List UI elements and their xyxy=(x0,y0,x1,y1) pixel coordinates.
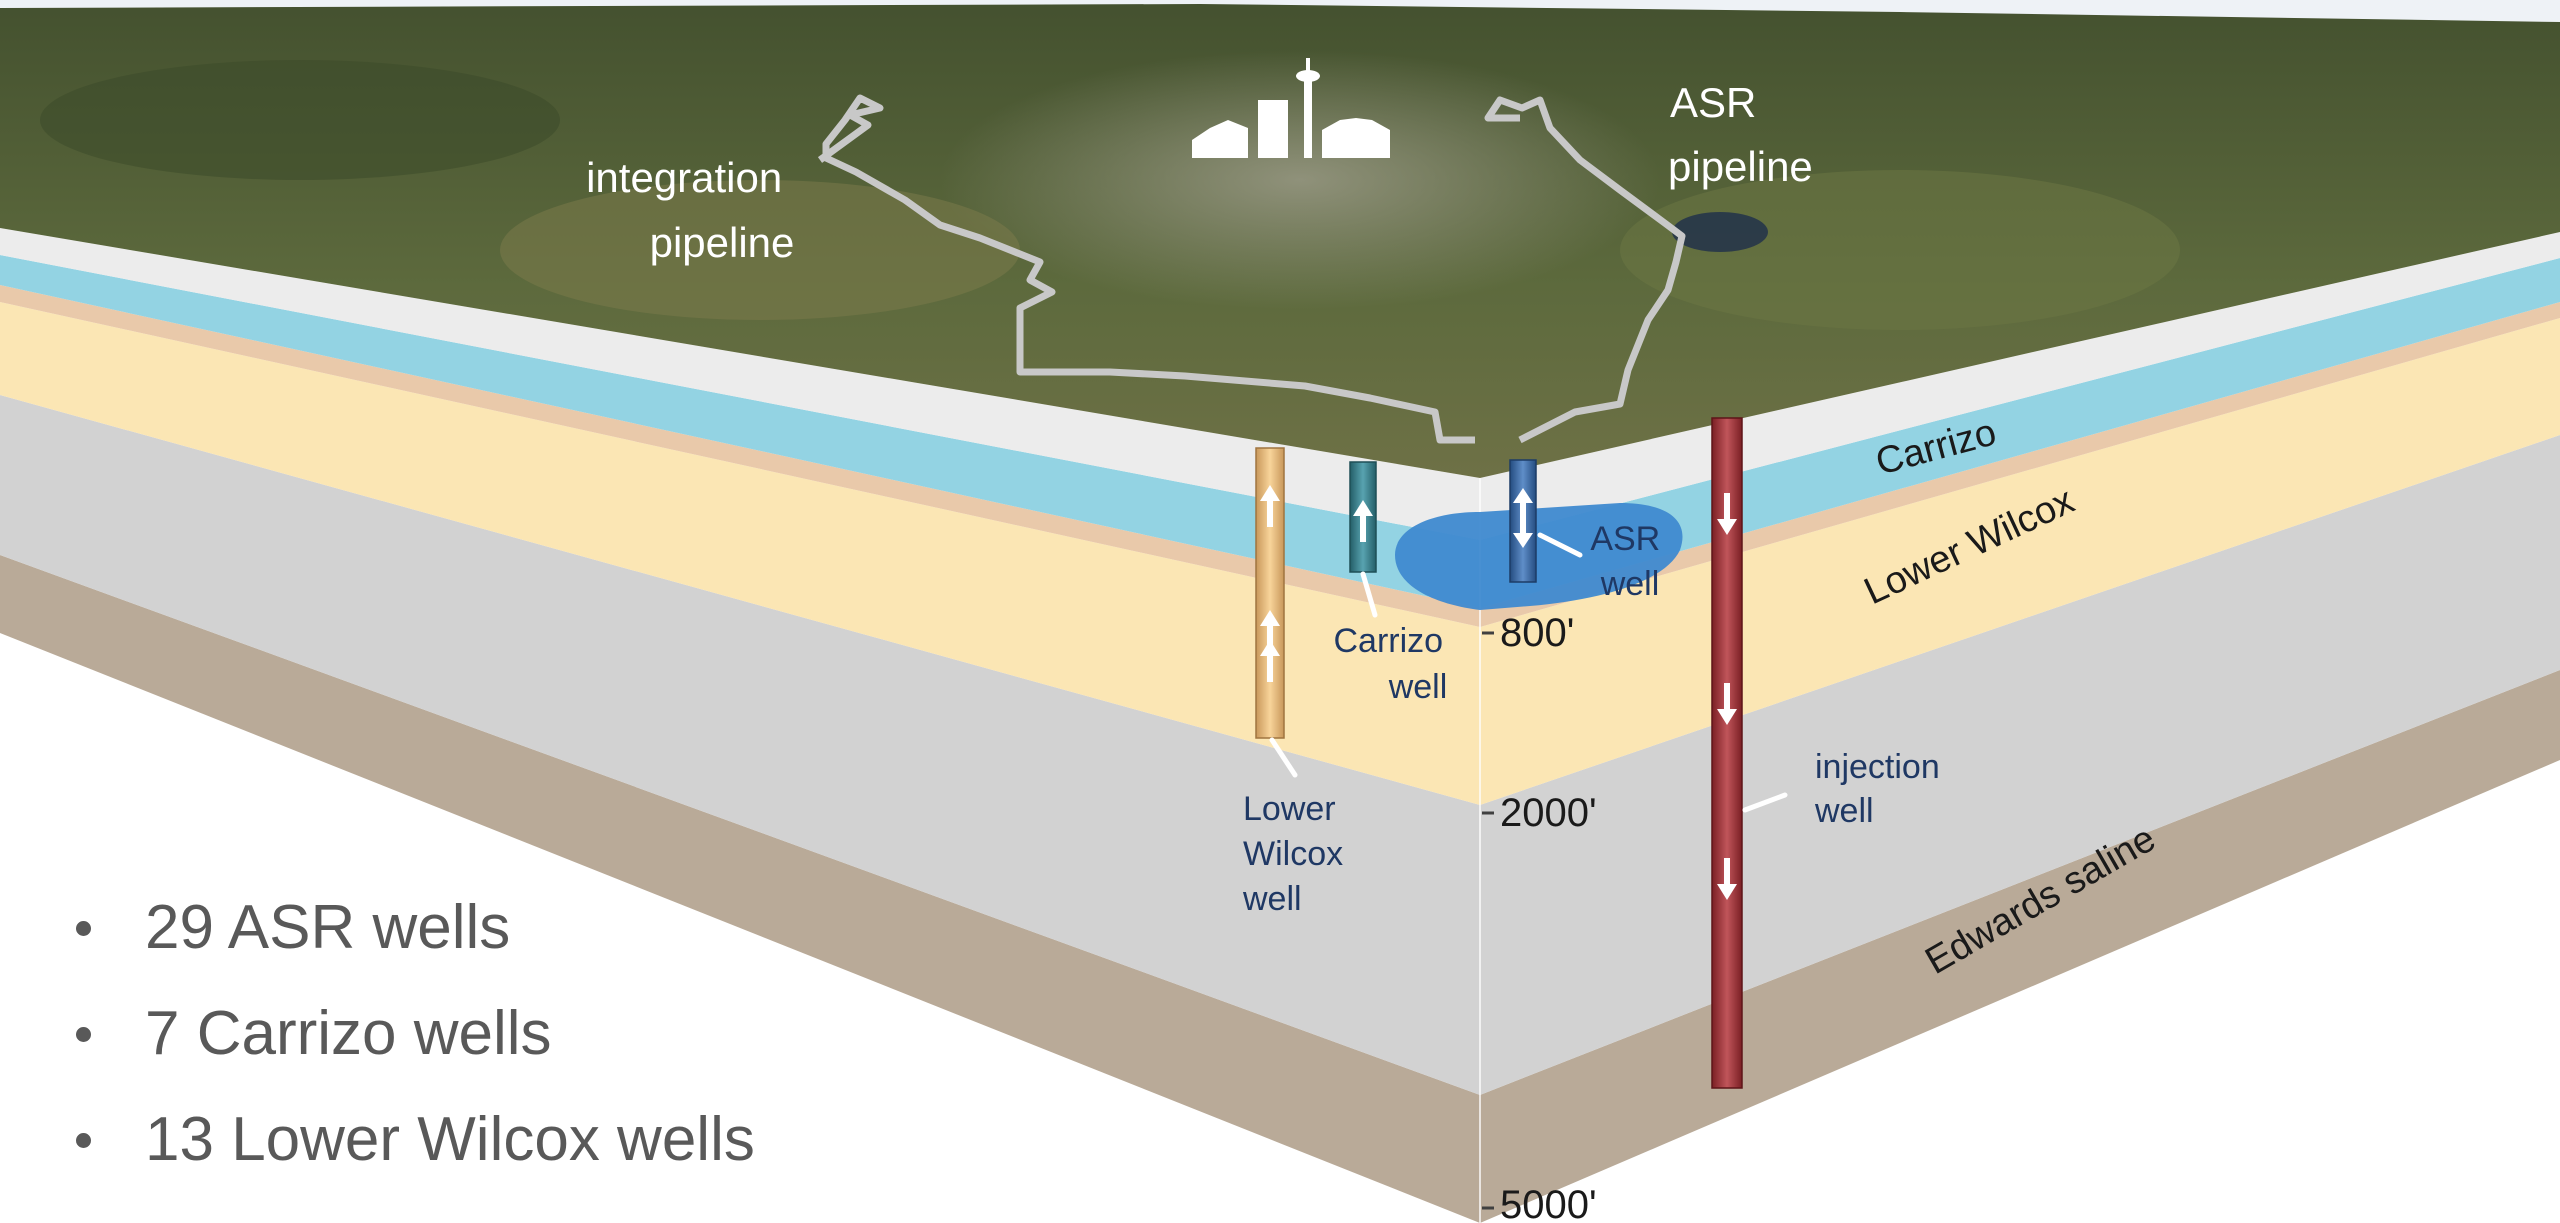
edwards-layer-left xyxy=(0,555,1480,1223)
asr-pipeline-route xyxy=(1484,96,1686,444)
arrow-down-icon xyxy=(1717,858,1737,900)
asr-well-label: ASR well xyxy=(1590,520,1669,603)
list-item: 7 Carrizo wells xyxy=(70,981,755,1087)
double-arrow-icon xyxy=(1513,488,1533,548)
city-area xyxy=(940,50,1660,310)
injection-well-label: injection well xyxy=(1814,748,1949,830)
edwards-layer-right xyxy=(1480,670,2560,1223)
gray-layer-right xyxy=(1480,435,2560,1095)
injection-well-casing xyxy=(1711,417,1743,1089)
terrain-surface xyxy=(0,0,2560,478)
carrizo-well xyxy=(1349,461,1377,573)
lower-wilcox-layer-right xyxy=(1480,318,2560,805)
well-count-list: 29 ASR wells 7 Carrizo wells 13 Lower Wi… xyxy=(70,875,755,1193)
arrow-up-icon xyxy=(1260,610,1280,652)
depth-label-2000: 2000' xyxy=(1500,791,1597,835)
bullet-text: 13 Lower Wilcox wells xyxy=(145,1105,755,1174)
integration-pipeline-label: integration pipeline xyxy=(586,154,794,266)
lower-wilcox-well-leader xyxy=(1269,737,1298,778)
bullet-dot-icon xyxy=(76,921,91,936)
lower-wilcox-well-label: Lower Wilcox well xyxy=(1242,790,1353,918)
city-skyline-icon xyxy=(1192,58,1390,158)
bullet-text: 29 ASR wells xyxy=(145,893,511,962)
carrizo-layer-right xyxy=(1480,258,2560,608)
lower-wilcox-layer-left xyxy=(0,302,1480,805)
carrizo-well-leader xyxy=(1360,571,1378,618)
surface-layer-left xyxy=(0,228,1480,540)
left-face-layers xyxy=(0,228,1480,1223)
integration-pipeline-route xyxy=(817,94,1475,444)
lake xyxy=(1672,212,1768,252)
tower-block-icon xyxy=(1258,100,1288,158)
bullet-dot-icon xyxy=(76,1133,91,1148)
carrizo-well-label: Carrizo well xyxy=(1333,622,1452,706)
bullet-dot-icon xyxy=(76,1027,91,1042)
surface-layer-right xyxy=(1480,232,2560,540)
arrow-up-icon xyxy=(1260,485,1280,527)
injection-well-leader xyxy=(1742,792,1788,813)
right-face-layers xyxy=(1480,232,2560,1223)
depth-label-5000: 5000' xyxy=(1500,1183,1597,1223)
farmland-patch xyxy=(1620,170,2180,330)
lower-wilcox-well xyxy=(1255,447,1285,739)
asr-well-leader xyxy=(1537,532,1583,558)
gray-layer-left xyxy=(0,395,1480,1095)
depth-ticks xyxy=(1482,631,1494,1210)
farmland-patch xyxy=(40,60,560,180)
sky-edge xyxy=(0,0,2560,22)
arrow-down-icon xyxy=(1717,493,1737,535)
spire-antenna-icon xyxy=(1306,58,1310,76)
carrizo-layer-left xyxy=(0,255,1480,608)
callout-leaders xyxy=(1269,532,1788,813)
list-item: 29 ASR wells xyxy=(70,875,755,981)
shale-band-right xyxy=(1480,302,2560,627)
asr-storage-bubble xyxy=(1395,503,1683,610)
dome-building-icon xyxy=(1192,120,1248,158)
arena-building-icon xyxy=(1322,118,1390,158)
asr-well xyxy=(1509,459,1537,583)
shale-band-left xyxy=(0,285,1480,627)
list-item: 13 Lower Wilcox wells xyxy=(70,1087,755,1193)
farmland-patch xyxy=(500,180,1020,320)
bullet-text: 7 Carrizo wells xyxy=(145,999,552,1068)
asr-pipeline-label: ASR pipeline xyxy=(1668,79,1813,190)
pipelines xyxy=(817,94,1686,444)
depth-label-800: 800' xyxy=(1500,611,1574,655)
arrow-up-icon xyxy=(1353,500,1373,542)
injection-well xyxy=(1711,417,1743,1089)
arrow-down-icon xyxy=(1717,683,1737,725)
arrow-up-icon xyxy=(1260,640,1280,682)
spire-tower-icon xyxy=(1304,80,1312,158)
